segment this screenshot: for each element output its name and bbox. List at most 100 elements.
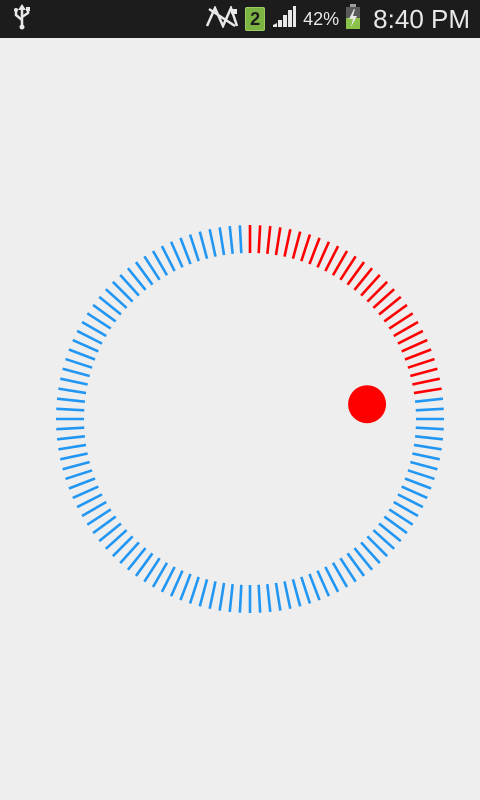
dial-knob[interactable] [348, 385, 387, 424]
dial-tick [188, 576, 200, 604]
dial-tick [198, 231, 209, 259]
dial-tick [366, 535, 389, 558]
dial-tick [393, 500, 419, 518]
dial-tick-active [401, 338, 428, 353]
dial-tick [208, 228, 217, 257]
dial-tick [218, 582, 226, 611]
dial-ticks [56, 225, 444, 613]
dial-tick-active [274, 227, 282, 256]
dial-tick-active [316, 241, 331, 268]
dial-tick [160, 566, 176, 593]
dial-tick [383, 515, 408, 535]
dial-tick [134, 261, 154, 286]
dial-tick [65, 357, 93, 369]
dial-tick [56, 397, 86, 403]
usb-icon [14, 4, 30, 34]
dial-tick [59, 452, 88, 461]
dial-tick [238, 225, 243, 254]
dial-tick [283, 581, 292, 610]
dial-tick [65, 469, 93, 481]
dial-tick [218, 227, 226, 256]
dial-tick [257, 584, 262, 613]
dial-tick-active [346, 261, 366, 286]
dial-tick [378, 522, 402, 543]
dial-tick [360, 541, 381, 565]
dial-tick [188, 234, 200, 262]
dial-tick [274, 582, 282, 611]
dial-tick [151, 562, 169, 588]
dial-tick-active [397, 329, 424, 345]
dial-tick [331, 562, 349, 588]
dial-tick [92, 515, 117, 535]
dial-tick [98, 295, 122, 316]
dial-tick-active [388, 312, 414, 330]
dial-tick-active [266, 225, 272, 255]
dial-tick [397, 493, 424, 509]
dial-tick [228, 225, 234, 255]
dial-tick [291, 579, 302, 607]
dial-tick [266, 583, 272, 613]
dial-tick [81, 320, 107, 338]
dial-tick [72, 338, 99, 353]
dial-tick [72, 485, 99, 500]
dial-tick [410, 460, 438, 471]
dial-tick [414, 435, 444, 441]
dial-tick [414, 397, 444, 403]
dial-tick [111, 280, 134, 303]
dial-tick [415, 407, 444, 412]
circular-progress-dial[interactable] [0, 38, 480, 800]
dial-tick [68, 348, 96, 361]
dial-tick [104, 529, 128, 550]
dial-tick [353, 547, 374, 571]
dial-tick [86, 508, 112, 526]
dial-tick [62, 460, 90, 471]
dial-tick-active [404, 348, 432, 361]
dial-tick [76, 493, 103, 509]
dial-tick-active [331, 250, 349, 276]
dial-tick [169, 241, 184, 268]
dial-tick [346, 552, 366, 577]
dial-tick [404, 477, 432, 490]
dial-tick [98, 522, 122, 543]
dial-tick [143, 557, 161, 583]
dial-tick-active [283, 228, 292, 257]
dial-tick [56, 435, 86, 441]
dial-tick [151, 250, 169, 276]
dial-tick [119, 541, 140, 565]
dial-tick [160, 245, 176, 272]
dial-tick-active [407, 357, 435, 369]
dial-tick [407, 469, 435, 481]
dial-tick [126, 267, 147, 291]
dial-tick-active [300, 234, 312, 262]
dial-tick [58, 443, 87, 451]
signal-icon [271, 5, 297, 33]
dial-tick [81, 500, 107, 518]
dial-tick [76, 329, 103, 345]
dial-tick-active [339, 255, 357, 281]
dial-tick [134, 552, 154, 577]
battery-percent: 42% [303, 8, 340, 29]
clock: 8:40 PM [373, 3, 470, 34]
dial-tick [308, 573, 321, 601]
dial-tick-active [366, 280, 389, 303]
dial-tick [126, 547, 147, 571]
dial-tick [92, 303, 117, 323]
no-signal-icon [205, 4, 239, 32]
dial-tick [58, 387, 87, 395]
dial-tick [111, 535, 134, 558]
dial-tick-active [378, 295, 402, 316]
dial-tick-active [291, 231, 302, 259]
dial-tick-active [308, 237, 321, 265]
dial-tick [179, 573, 192, 601]
dial-tick [208, 581, 217, 610]
dial-tick [56, 407, 85, 412]
dial-tick [104, 288, 128, 309]
dial-tick [412, 452, 441, 461]
dial-tick-active [393, 320, 419, 338]
battery-charging-icon [345, 4, 361, 34]
dial-tick [324, 566, 340, 593]
dial-tick [59, 377, 88, 386]
dial-tick [68, 477, 96, 490]
dial-tick [413, 443, 442, 451]
dial-tick-active [372, 288, 396, 309]
